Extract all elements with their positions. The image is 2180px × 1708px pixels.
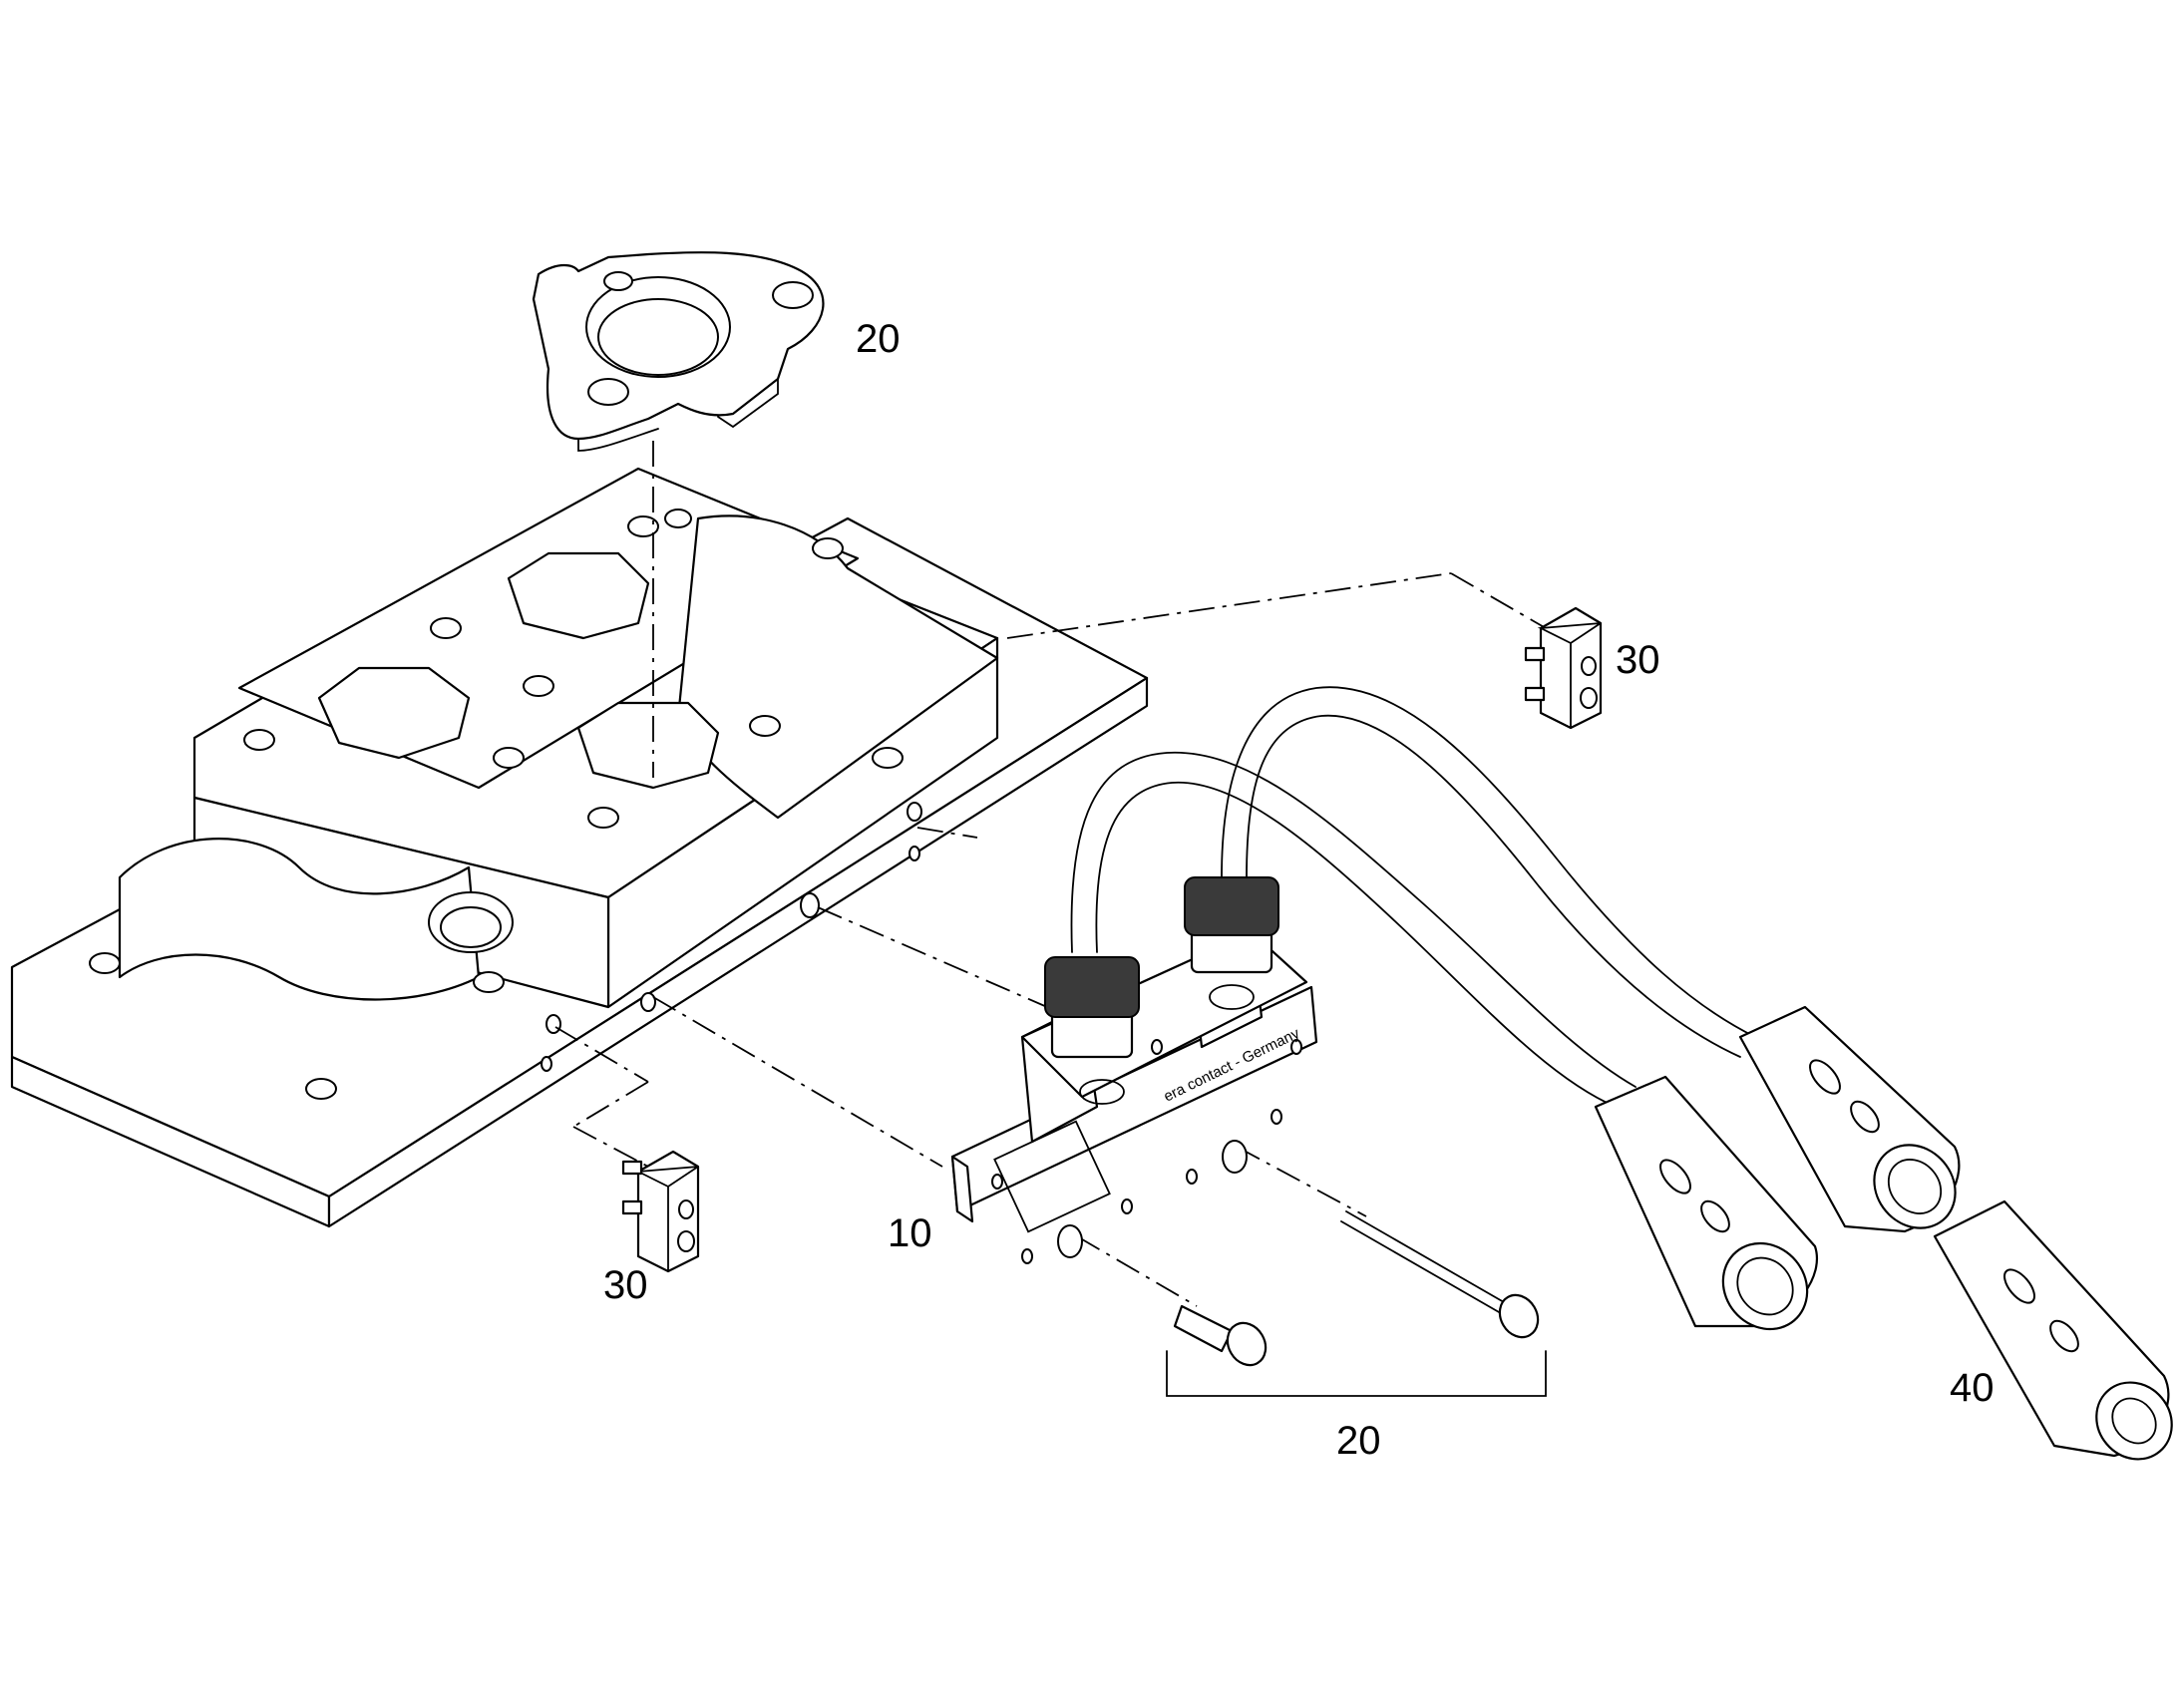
short-screw-part: [1173, 1304, 1268, 1367]
loose-connector-part: [1933, 1199, 2173, 1461]
connector-plate-assembly: era contact - Germany: [950, 686, 1756, 1264]
spacer-plate-part: [532, 251, 825, 452]
base-manifold-block: [10, 467, 1149, 1228]
bracket-screws: [1166, 1350, 1547, 1397]
callout-clamp-top-right: 30: [1616, 638, 1660, 682]
cable-connector-left: [1594, 1075, 1818, 1331]
callout-loose-connector: 40: [1950, 1366, 1995, 1410]
callout-bracket-screws: 20: [1336, 1419, 1381, 1463]
cable-connector-right: [1738, 1005, 1961, 1233]
callout-top-spacer: 20: [856, 317, 901, 361]
clamp-block-top-right: [1524, 606, 1603, 730]
clamp-block-bottom-left: [621, 1150, 700, 1273]
callout-clamp-bottom-left: 30: [603, 1263, 648, 1307]
long-screw-part: [1340, 1210, 1540, 1339]
assembly-lines: [554, 441, 1547, 1307]
callout-connector-plate: 10: [888, 1211, 932, 1255]
